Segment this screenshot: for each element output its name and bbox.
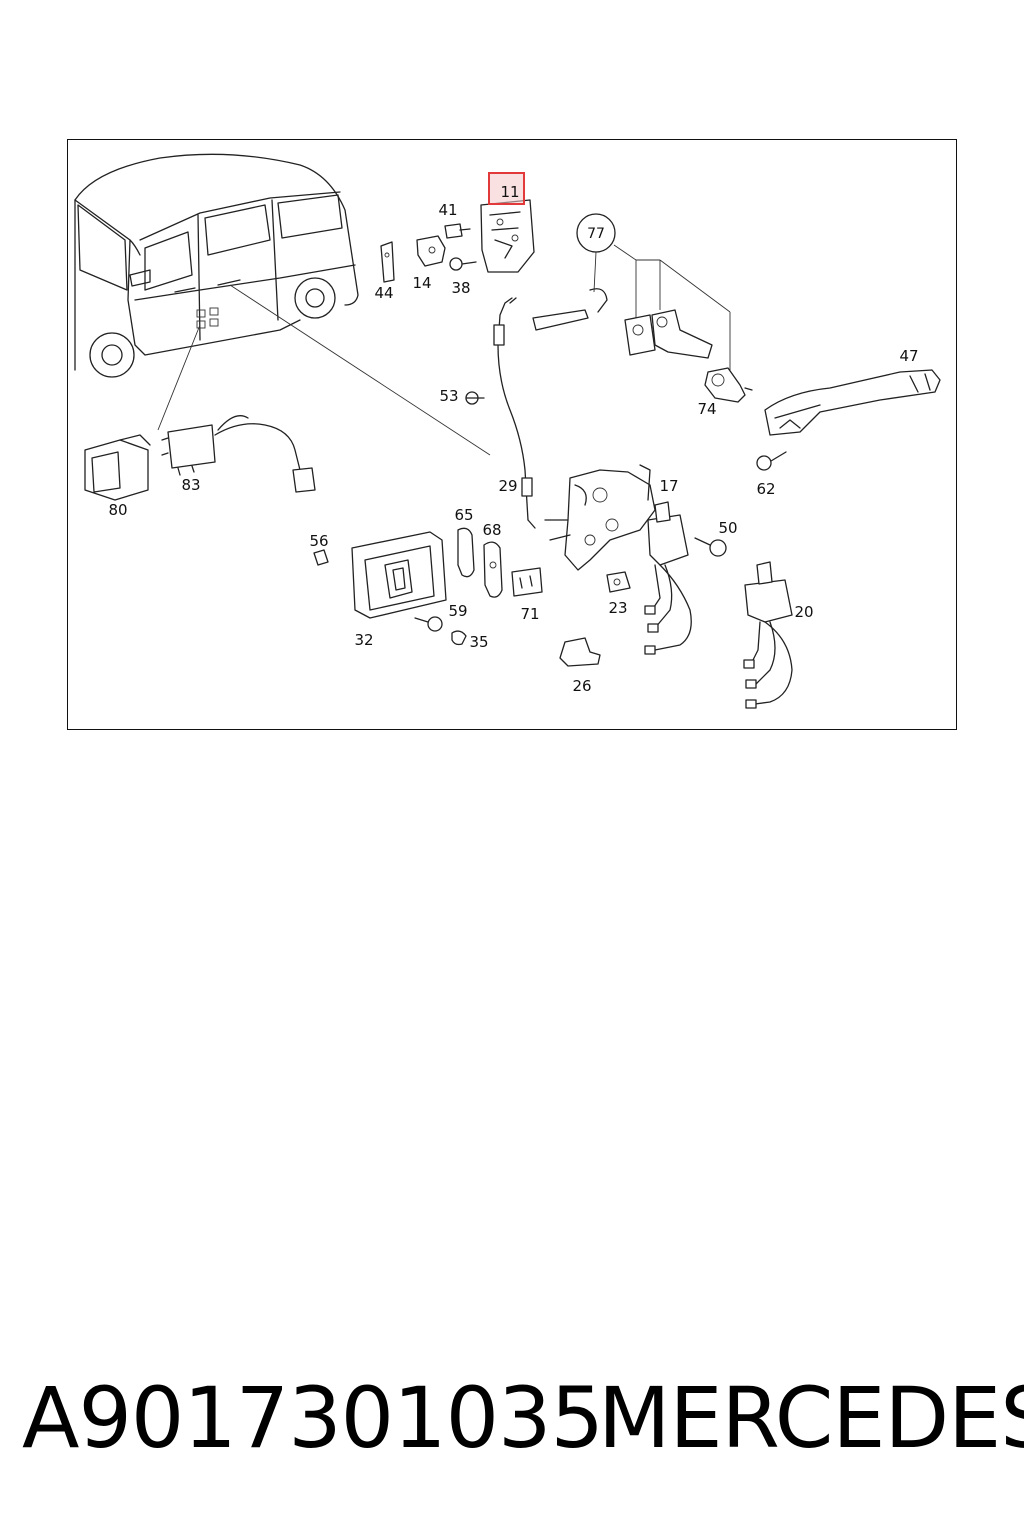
label-26[interactable]: 26 [572, 677, 591, 695]
part-35-clip [451, 630, 467, 646]
part-68-cover [483, 541, 503, 598]
label-50[interactable]: 50 [718, 519, 737, 537]
label-38[interactable]: 38 [451, 279, 470, 297]
label-59[interactable]: 59 [448, 602, 467, 620]
label-41[interactable]: 41 [438, 201, 457, 219]
label-20[interactable]: 20 [794, 603, 813, 621]
callout-circle-77 [576, 213, 616, 253]
label-11[interactable]: 11 [500, 183, 519, 201]
label-35[interactable]: 35 [469, 633, 488, 651]
part-62-screw [756, 451, 787, 471]
label-80[interactable]: 80 [108, 501, 127, 519]
part-83-wiring [161, 415, 316, 493]
part-38-screw [449, 257, 477, 271]
part-20-actuator [743, 561, 793, 709]
label-53[interactable]: 53 [439, 387, 458, 405]
label-23[interactable]: 23 [608, 599, 627, 617]
actuator-wiring [644, 501, 692, 655]
part-17-lock-mechanism [544, 464, 656, 571]
label-62[interactable]: 62 [756, 480, 775, 498]
part-26-clip [559, 637, 601, 667]
label-65[interactable]: 65 [454, 506, 473, 524]
label-68[interactable]: 68 [482, 521, 501, 539]
part-32-inner-handle [351, 531, 447, 619]
part-44-plate [380, 241, 395, 283]
part-65-cover [457, 527, 475, 578]
label-29[interactable]: 29 [498, 477, 517, 495]
parts-diagram-frame [67, 139, 957, 730]
label-47[interactable]: 47 [899, 347, 918, 365]
highlight-box-part-11 [488, 172, 525, 205]
part-41-screw [444, 223, 471, 239]
footer: A9017301035 MERCEDES [0, 1368, 1024, 1478]
part-labels: 11 41 44 14 38 47 74 53 62 83 80 29 17 6… [108, 183, 918, 695]
part-23-clip [606, 571, 631, 593]
label-14[interactable]: 14 [412, 274, 431, 292]
label-56[interactable]: 56 [309, 532, 328, 550]
brand-name: MERCEDES [598, 1369, 1024, 1467]
part-number: A9017301035 [22, 1369, 604, 1467]
label-17[interactable]: 17 [659, 477, 678, 495]
part-56-clip [313, 549, 329, 566]
callout-77-group [532, 244, 753, 403]
part-53-clip [465, 391, 485, 405]
label-71[interactable]: 71 [520, 605, 539, 623]
part-50-screw [694, 537, 727, 557]
part-14-bracket [416, 235, 446, 267]
part-47-outer-handle [764, 369, 941, 436]
label-83[interactable]: 83 [181, 476, 200, 494]
part-71-plate [511, 567, 543, 597]
callout-label-77: 77 [587, 226, 605, 242]
part-59-screw [414, 616, 443, 632]
part-11-door-lock [480, 199, 535, 273]
label-74[interactable]: 74 [697, 400, 716, 418]
part-29-cable [493, 297, 536, 529]
label-44[interactable]: 44 [374, 284, 393, 302]
van-illustration [74, 153, 359, 378]
part-80-switch [84, 434, 151, 501]
label-32[interactable]: 32 [354, 631, 373, 649]
exploded-parts-diagram: 77 11 41 44 14 38 47 74 53 62 83 80 29 1… [74, 153, 941, 709]
